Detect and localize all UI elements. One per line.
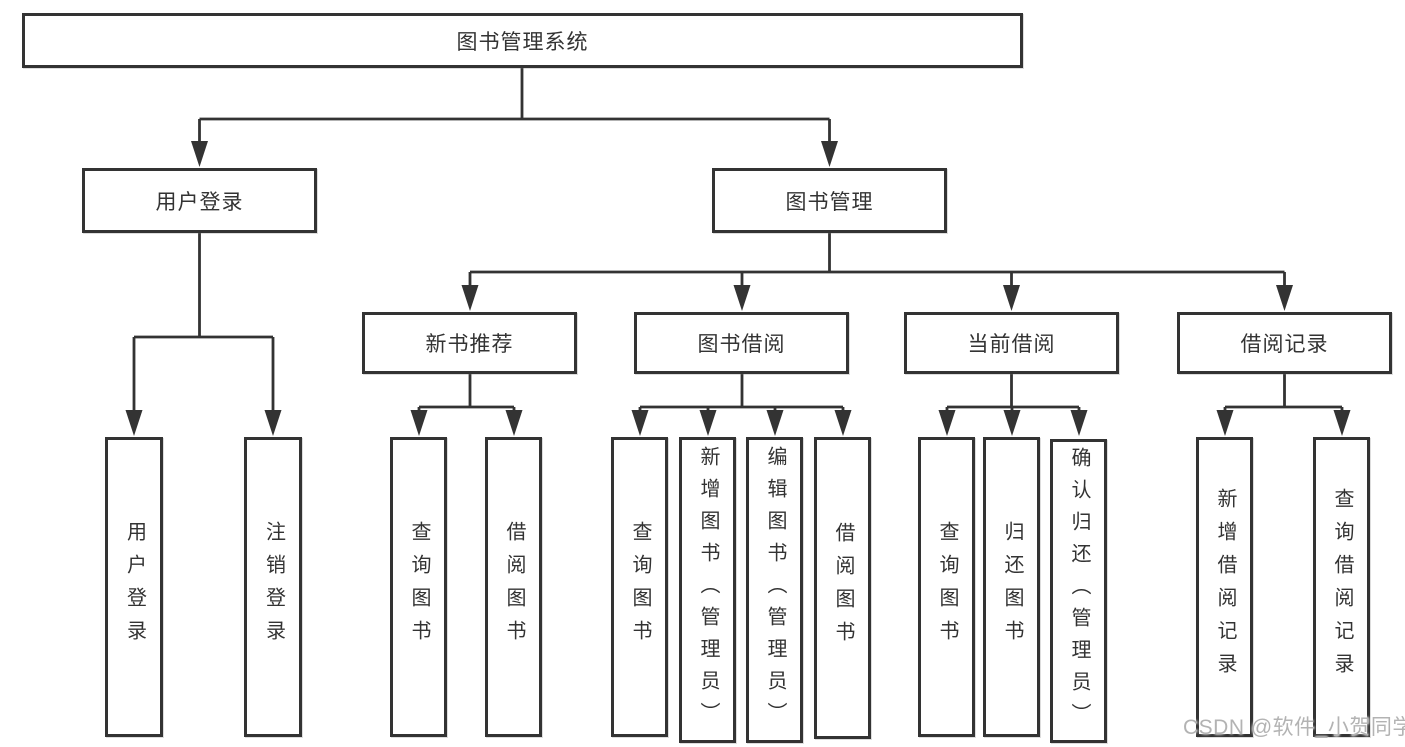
leaf-borrow-book-recommend: 借阅图书 [485,437,542,737]
connector-borrow-record-children [1216,374,1351,436]
connector-current-borrow-children [938,374,1088,436]
leaf-query-book-current: 查询图书 [918,437,975,737]
connector-user-login-children [125,233,282,436]
leaf-borrow-book-borrow: 借阅图书 [814,437,871,739]
connector-book-borrow-children [631,374,852,436]
leaf-query-book-recommend: 查询图书 [390,437,447,737]
leaf-return-book: 归还图书 [983,437,1040,737]
node-book-management: 图书管理 [712,168,947,233]
node-user-login: 用户登录 [82,168,317,233]
node-label: 查询图书 [629,521,651,653]
node-label: 编辑图书（管理员） [764,446,786,734]
node-label: 确认归还（管理员） [1068,447,1090,735]
node-label: 借阅图书 [503,521,525,653]
node-label: 图书借阅 [697,333,786,356]
node-book-borrow: 图书借阅 [634,312,849,374]
node-label: 查询借阅记录 [1331,488,1353,686]
node-label: 当前借阅 [967,333,1056,356]
node-label: 图书管理 [785,190,874,214]
node-label: 新书推荐 [425,333,514,356]
connector-new-book-rec-children [410,374,523,436]
node-label: 查询图书 [408,521,430,653]
leaf-query-borrow-record: 查询借阅记录 [1313,437,1370,737]
leaf-logout: 注销登录 [244,437,302,737]
node-borrow-record: 借阅记录 [1177,312,1392,374]
node-label: 用户登录 [155,190,244,214]
node-label: 图书管理系统 [456,30,589,54]
node-label: 归还图书 [1001,521,1023,653]
node-label: 新增图书（管理员） [697,446,719,734]
node-new-book-recommend: 新书推荐 [362,312,577,374]
node-label: 用户登录 [123,521,146,653]
leaf-confirm-return-admin: 确认归还（管理员） [1050,439,1107,743]
leaf-add-borrow-record: 新增借阅记录 [1196,437,1253,737]
connector-root-to-level2 [191,68,838,167]
leaf-edit-book-admin: 编辑图书（管理员） [746,437,803,743]
node-current-borrow: 当前借阅 [904,312,1119,374]
leaf-add-book-admin: 新增图书（管理员） [679,437,736,743]
leaf-user-login: 用户登录 [105,437,163,737]
node-label: 查询图书 [936,521,958,653]
node-label: 借阅记录 [1240,333,1329,356]
node-label: 借阅图书 [832,522,854,654]
leaf-query-book-borrow: 查询图书 [611,437,668,737]
node-library-system: 图书管理系统 [22,13,1023,68]
csdn-watermark: CSDN @软件_小贺同学 [1183,716,1405,739]
node-label: 注销登录 [262,521,285,653]
node-label: 新增借阅记录 [1214,488,1236,686]
connector-book-mgmt-children [461,233,1293,311]
